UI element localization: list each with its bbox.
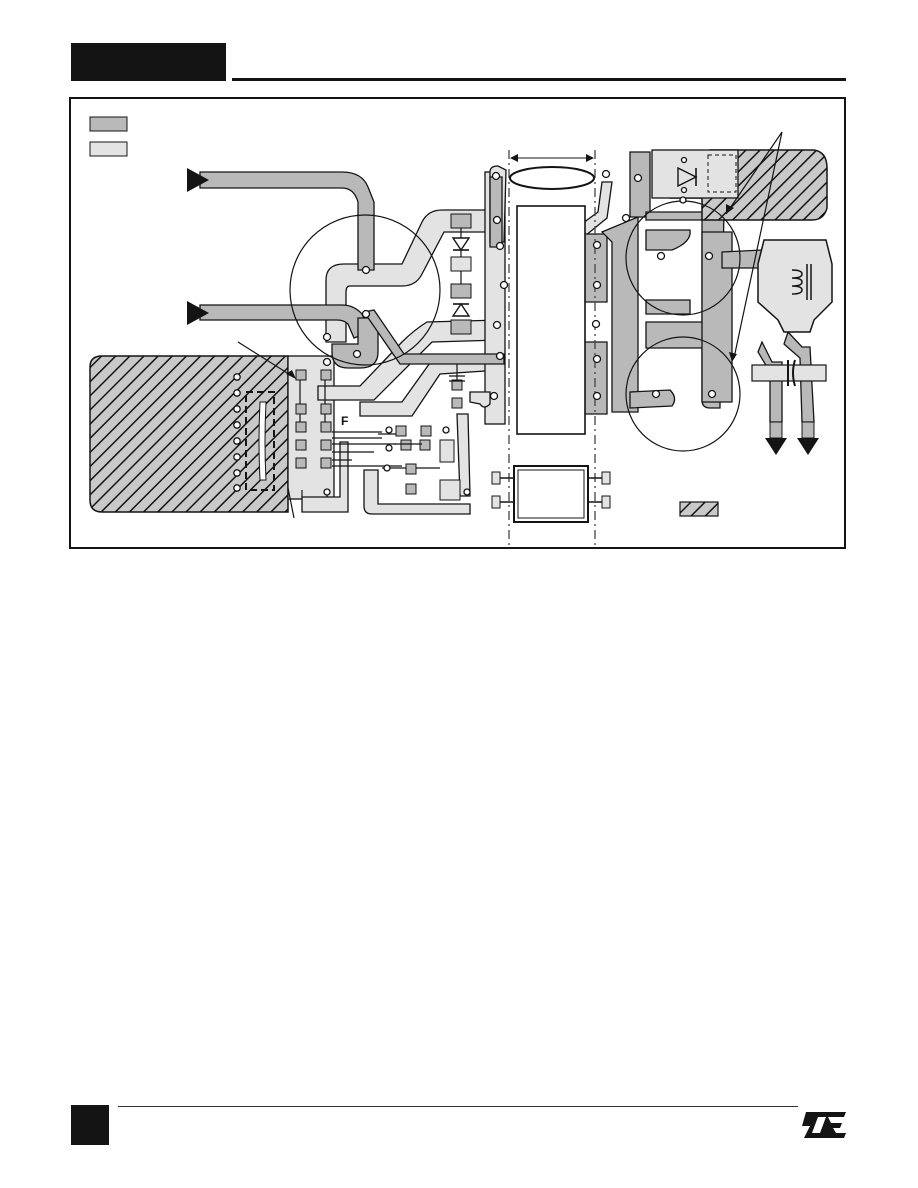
svg-text:F: F bbox=[341, 414, 348, 428]
pcb-layout-diagram: F bbox=[69, 97, 846, 549]
legend-swatch-light-icon bbox=[89, 141, 128, 157]
capacitor-icon bbox=[787, 359, 796, 387]
bottom-ic bbox=[513, 465, 589, 523]
arrow-right-icon bbox=[187, 301, 209, 325]
arrow-right-icon bbox=[187, 168, 209, 192]
diode-icon bbox=[450, 213, 472, 335]
company-logo-icon bbox=[802, 1112, 846, 1138]
left-hatched-plane bbox=[89, 355, 289, 513]
hatch-swatch-icon bbox=[679, 501, 719, 517]
dashed-component-outline bbox=[245, 391, 275, 491]
footer-rule bbox=[118, 1106, 798, 1107]
diode-icon bbox=[677, 166, 698, 188]
header-rule bbox=[232, 78, 846, 81]
main-ic-outline bbox=[516, 205, 586, 435]
leader-lines bbox=[237, 131, 783, 519]
vias bbox=[322, 156, 717, 496]
legend-swatch-dark-icon bbox=[89, 116, 128, 132]
arrow-down-icon bbox=[765, 438, 787, 455]
connector-pins bbox=[233, 373, 241, 492]
top-traces bbox=[199, 151, 815, 423]
smd-components bbox=[295, 369, 463, 501]
right-hatched-plane bbox=[669, 149, 828, 221]
header-tab-block bbox=[71, 43, 226, 81]
arrow-down-icon bbox=[797, 438, 819, 455]
footer-page-block bbox=[71, 1105, 109, 1145]
coil-icon bbox=[791, 269, 803, 295]
ferrite-ring bbox=[509, 166, 595, 190]
pcb-layout-svg: F bbox=[89, 116, 833, 547]
